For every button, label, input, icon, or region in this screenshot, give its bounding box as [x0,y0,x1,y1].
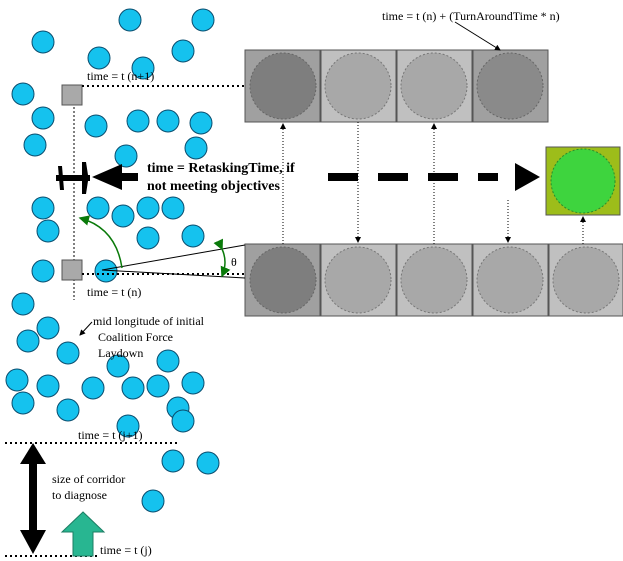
force-unit-circle [84,114,108,138]
bottom-cell-2-footprint [324,246,392,314]
theta-label: θ [231,255,237,269]
force-unit-circle [31,196,55,220]
fov-line-upper [101,244,246,271]
rotation-arrow [78,215,123,269]
bottom-cell-4-footprint [476,246,544,314]
force-unit-circle [131,56,155,80]
force-unit-circle [189,111,213,135]
retasking-arrow [92,163,540,191]
force-unit-circle [161,196,185,220]
force-unit-circle [136,196,160,220]
t-n-plus-1-label: time = t (n+1) [87,69,154,83]
dash-3 [428,173,458,181]
force-unit-circle [16,329,40,353]
retasking-arrowhead [92,164,122,190]
force-unit-circle [36,316,60,340]
mid-longitude-label-line2: Coalition Force [98,330,173,344]
retasking-arrowhead-right [515,163,540,191]
theta-arc [213,238,231,278]
force-unit-circle [81,376,105,400]
top-cell-1-footprint [249,52,317,120]
force-unit-circle [126,109,150,133]
top-formula-label: time = t (n) + (TurnAroundTime * n) [382,9,560,23]
t-j-plus-1-label: time = t (j+1) [78,428,143,442]
force-unit-circle [196,451,220,475]
aircraft-icon [56,162,90,194]
force-unit-circle [31,106,55,130]
force-unit-circle [171,409,195,433]
force-unit-circle [156,109,180,133]
bottom-cell-row [244,243,623,317]
bottom-cell-1-footprint [249,246,317,314]
force-unit-circle [181,224,205,248]
bottom-cell-5-footprint [552,246,620,314]
force-unit-circle [118,8,142,32]
top-cell-2-footprint [324,52,392,120]
retasking-label-line2: not meeting objectives [147,179,281,194]
force-unit-circle [114,144,138,168]
dash-4 [478,173,498,181]
force-unit-circle [36,219,60,243]
force-unit-circle [181,371,205,395]
force-unit-circle [106,354,130,378]
corridor-label-line1: size of corridor [52,472,125,486]
force-unit-circle [161,449,185,473]
force-laydown-circles [5,8,220,513]
force-unit-circle [191,8,215,32]
bottom-cell-3-footprint [400,246,468,314]
force-unit-circle [111,204,135,228]
force-unit-circle [11,292,35,316]
top-cell-row [244,49,549,123]
retasking-label-line1: time = RetaskingTime, if [147,161,295,176]
double-headed-arrow-icon [20,443,46,554]
formula-leader-line [454,21,501,51]
up-arrow-icon [60,511,106,557]
force-unit-circle [11,82,35,106]
force-unit-circle [56,341,80,365]
t-n-label: time = t (n) [87,285,141,299]
force-unit-circle [171,39,195,63]
force-unit-circle [136,226,160,250]
top-cell-3-footprint [400,52,468,120]
force-unit-circle [156,349,180,373]
retask-target-footprint [550,148,616,214]
force-unit-circle [184,136,208,160]
force-unit-circle [56,398,80,422]
position-square-t-n [61,259,83,281]
dash-1 [328,173,358,181]
mid-longitude-label-line1: mid longitude of initial [93,314,205,328]
force-unit-circle [146,374,170,398]
force-unit-circle [5,368,29,392]
retasking-shaft [120,173,138,181]
corridor-label-line2: to diagnose [52,488,107,502]
position-square-t-n-plus-1 [61,84,83,106]
force-unit-circle [141,489,165,513]
dash-2 [378,173,408,181]
force-unit-circle [116,414,140,438]
force-unit-circle [121,376,145,400]
t-j-label: time = t (j) [100,543,152,557]
top-cell-4-footprint [476,52,544,120]
mid-longitude-label-line3: Laydown [98,346,143,360]
force-unit-circle [31,30,55,54]
force-unit-circle [36,374,60,398]
force-unit-circle [23,133,47,157]
force-unit-circle [86,196,110,220]
force-unit-circle [31,259,55,283]
force-unit-circle [87,46,111,70]
force-unit-circle [11,391,35,415]
mid-longitude-leader [79,321,93,336]
